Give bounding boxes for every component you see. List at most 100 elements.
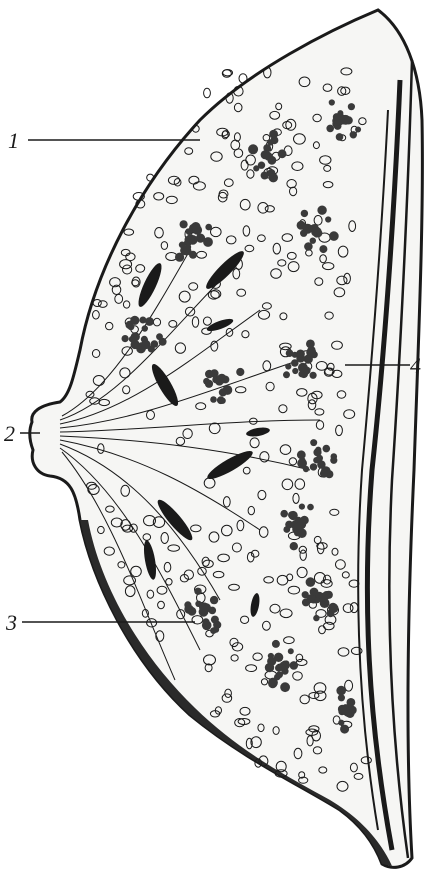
lobule-dot — [306, 577, 316, 587]
lobule-dot — [142, 325, 148, 331]
lobule-dot — [315, 447, 321, 453]
lobule-dot — [210, 627, 217, 634]
lobule-dot — [306, 594, 315, 603]
lobule-dot — [301, 210, 308, 217]
lobule-dot — [202, 618, 209, 625]
lobule-dot — [288, 511, 295, 518]
lobule-dot — [285, 521, 293, 529]
lobule-dot — [180, 220, 188, 228]
lobule-dot — [310, 463, 317, 470]
lobule-dot — [297, 528, 307, 538]
lobule-dot — [292, 352, 298, 358]
lobule-dot — [211, 616, 219, 624]
lobule-dot — [336, 686, 346, 696]
callout-2-label: 2 — [4, 421, 15, 446]
lobule-dot — [297, 221, 306, 230]
lobule-dot — [310, 372, 317, 379]
lobule-dot — [320, 470, 328, 478]
lobule-dot — [297, 450, 306, 459]
lobule-dot — [186, 228, 193, 235]
lobule-dot — [280, 682, 290, 692]
lobule-dot — [280, 510, 288, 518]
lobule-dot — [219, 388, 227, 396]
lobule-dot — [288, 648, 294, 654]
lobule-dot — [338, 694, 345, 701]
lobule-dot — [151, 340, 159, 348]
lobule-dot — [303, 466, 309, 472]
lobule-dot — [179, 242, 186, 249]
lobule-dot — [310, 439, 317, 446]
lobule-dot — [297, 520, 306, 529]
lobule-dot — [285, 363, 291, 369]
lobule-dot — [194, 588, 201, 595]
lobule-dot — [331, 453, 338, 460]
lobule-dot — [348, 103, 355, 110]
lobule-dot — [313, 615, 319, 621]
lobule-dot — [336, 133, 344, 141]
lobule-dot — [175, 253, 184, 262]
lobule-dot — [290, 542, 298, 550]
lobule-dot — [193, 225, 203, 235]
lobule-dot — [329, 603, 338, 612]
lobule-dot — [210, 596, 218, 604]
lobule-dot — [300, 230, 307, 237]
callout-3-label: 3 — [5, 610, 17, 635]
lobule-dot — [291, 359, 299, 367]
lobule-dot — [307, 504, 314, 511]
lobule-dot — [306, 340, 315, 349]
lobule-dot — [270, 136, 278, 144]
lobule-dot — [236, 368, 244, 376]
lobule-dot — [315, 229, 323, 237]
lobule-dot — [292, 368, 298, 374]
lobule-dot — [355, 127, 361, 133]
lobule-dot — [347, 698, 356, 707]
fat-globule — [239, 74, 247, 83]
lobule-dot — [304, 242, 313, 251]
lobule-dot — [319, 245, 327, 253]
lobule-dot — [130, 316, 139, 325]
lobule-dot — [268, 156, 277, 165]
lobule-dot — [185, 244, 191, 250]
lobule-dot — [323, 445, 331, 453]
lobule-dot — [203, 378, 210, 385]
lobule-dot — [205, 224, 212, 231]
lobule-dot — [329, 99, 335, 105]
lobule-dot — [279, 664, 286, 671]
lobule-dot — [199, 607, 209, 617]
lobule-dot — [184, 605, 193, 614]
lobule-dot — [337, 110, 343, 116]
lobule-dot — [278, 149, 287, 158]
lobule-dot — [217, 396, 225, 404]
callout-4-label: 4 — [410, 353, 421, 378]
fat-globule — [204, 88, 211, 98]
lobule-dot — [314, 597, 320, 603]
lobule-dot — [203, 237, 213, 247]
lobule-dot — [122, 335, 129, 342]
lobule-dot — [272, 640, 280, 648]
lobule-dot — [267, 169, 275, 177]
lobule-dot — [316, 455, 323, 462]
lobule-dot — [209, 607, 217, 615]
lobule-dot — [253, 165, 259, 171]
lobule-dot — [326, 125, 334, 133]
lobule-dot — [129, 336, 135, 342]
lobule-dot — [329, 231, 339, 241]
lobule-dot — [340, 725, 349, 734]
lobule-dot — [210, 369, 218, 377]
lobule-dot — [137, 342, 147, 352]
lobule-dot — [325, 216, 331, 222]
lobule-dot — [283, 371, 290, 378]
lobule-dot — [350, 131, 357, 138]
callout-1-label: 1 — [8, 128, 19, 153]
lobule-dot — [188, 237, 194, 243]
lobule-dot — [299, 504, 305, 510]
lobule-dot — [210, 396, 217, 403]
lobule-dot — [159, 338, 167, 346]
lobule-dot — [145, 317, 154, 326]
lobule-dot — [267, 657, 276, 666]
lobule-dot — [189, 251, 197, 259]
lobule-dot — [317, 206, 326, 215]
lobule-dot — [248, 144, 258, 154]
lobule-dot — [298, 371, 305, 378]
